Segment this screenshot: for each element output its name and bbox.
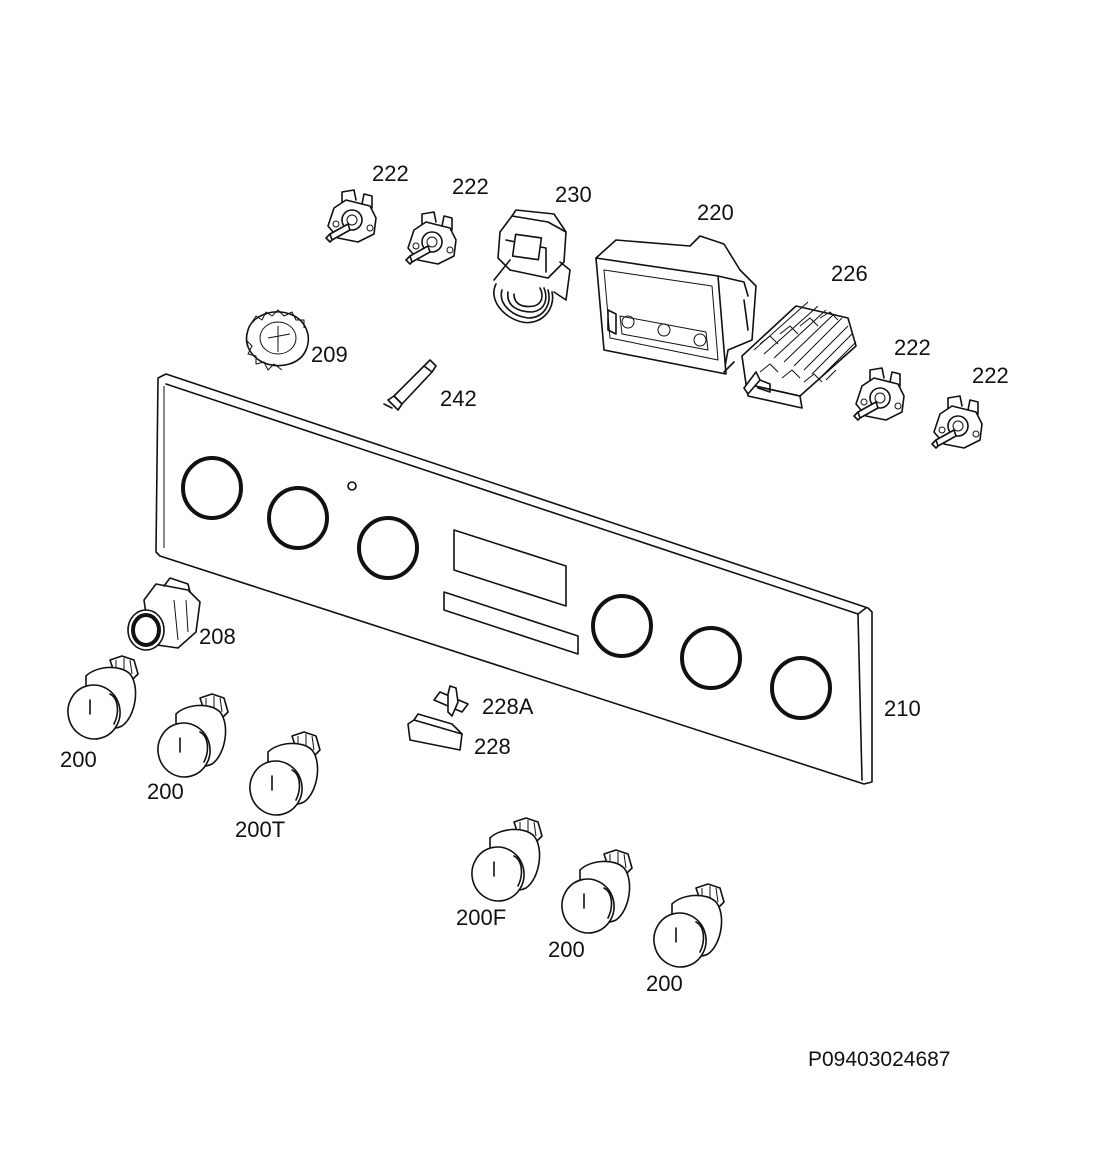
push-button-208 [127,577,201,651]
hinge-228a [433,685,469,717]
label-222-d: 222 [972,363,1009,388]
knob-200f [466,817,543,907]
label-228: 228 [474,734,511,759]
panel-hole-4 [591,594,653,658]
label-208: 208 [199,624,236,649]
label-knob-6: 200 [646,971,683,996]
display-window [453,529,567,607]
switch-222-c [853,367,905,421]
switch-222-d [931,395,983,449]
knob-200-1 [62,655,139,745]
selector-switch-226 [741,301,857,409]
timer-module-220 [595,235,757,375]
thermostat-230 [493,209,571,324]
indicator-hole [347,481,357,491]
label-210: 210 [884,696,921,721]
label-242: 242 [440,386,477,411]
panel-hole-5 [680,626,742,690]
label-222-a: 222 [372,161,409,186]
panel-hole-2 [267,486,329,550]
label-knob-1: 200 [60,747,97,772]
label-226: 226 [831,261,868,286]
label-228a: 228A [482,694,534,719]
panel-hole-3 [357,516,419,580]
panel-hole-6 [770,656,832,720]
knob-200-2 [152,693,229,783]
diagram-reference-code: P09403024687 [808,1048,950,1071]
switch-222-b [405,211,457,265]
label-222-b: 222 [452,174,489,199]
knob-200t [244,731,321,821]
oven-lamp-209 [245,309,310,371]
button-insert-228 [407,713,463,751]
label-knob-5: 200 [548,937,585,962]
igniter-switch-242 [383,359,437,411]
label-222-c: 222 [894,335,931,360]
label-knob-2: 200 [147,779,184,804]
label-209: 209 [311,342,348,367]
label-knob-4: 200F [456,905,506,930]
knob-200-6 [648,883,725,973]
label-knob-3: 200T [235,817,285,842]
button-window [443,591,579,655]
label-220: 220 [697,200,734,225]
control-panel-210 [155,373,873,785]
label-230: 230 [555,182,592,207]
knob-200-5 [556,849,633,939]
switch-222-a [325,189,377,243]
panel-hole-1 [181,456,243,520]
